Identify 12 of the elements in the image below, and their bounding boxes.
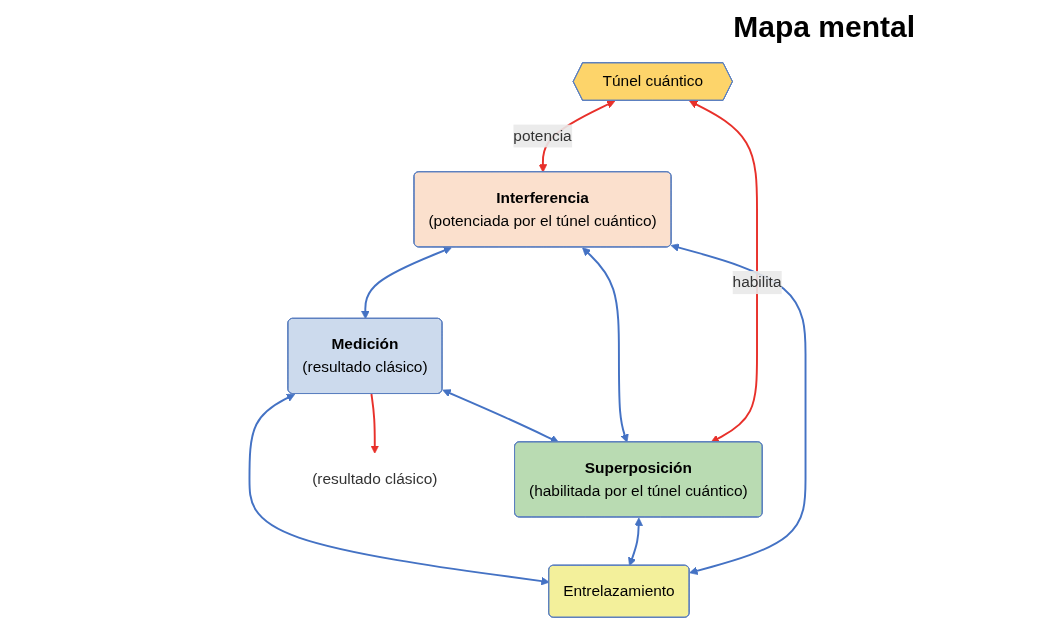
diagram-title: Mapa mental xyxy=(733,10,915,44)
arrow xyxy=(582,247,629,443)
node-text: (resultado clásico) xyxy=(312,470,438,488)
edge-label: habilita xyxy=(732,273,782,291)
arrow xyxy=(361,246,452,320)
arrow xyxy=(689,100,758,443)
arrow xyxy=(370,393,379,454)
arrow xyxy=(628,517,643,567)
arrow xyxy=(442,389,559,443)
arrow xyxy=(248,393,550,586)
edge-label: potencia xyxy=(513,127,572,144)
arrow xyxy=(670,243,807,575)
